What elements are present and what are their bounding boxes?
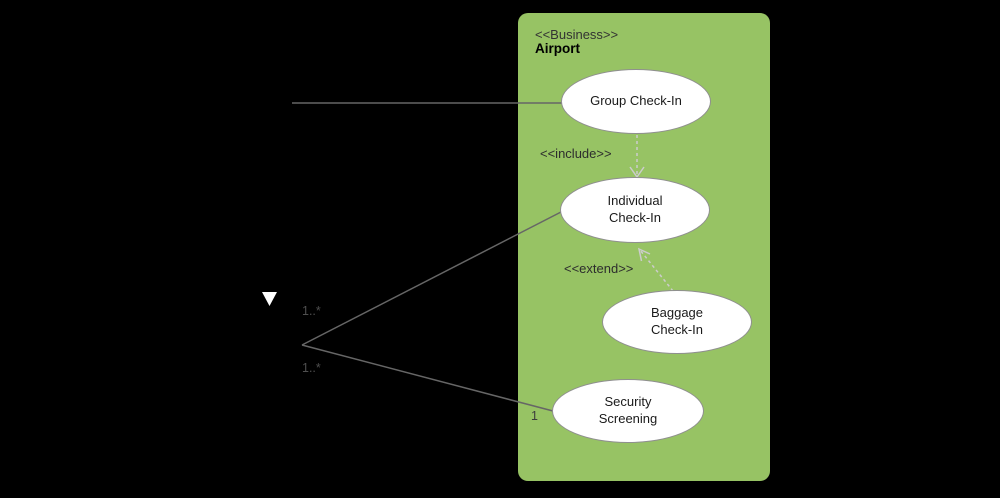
use-case-label: Individual Check-In [607,193,663,225]
multiplicity-security-target: 1 [531,409,538,423]
boundary-name: Airport [535,41,580,56]
association-individual-check-in[interactable] [301,211,562,346]
use-case-label: Security Screening [598,394,658,426]
use-case-baggage-check-in[interactable]: Baggage Check-In [602,290,752,354]
multiplicity-security-source: 1..* [302,361,321,375]
direction-triangle-icon [262,292,277,306]
multiplicity-individual-source: 1..* [302,304,321,318]
boundary-stereotype: <<Business>> [535,27,619,42]
association-security-screening[interactable] [301,344,554,412]
use-case-individual-check-in[interactable]: Individual Check-In [560,177,710,243]
use-case-group-check-in[interactable]: Group Check-In [561,69,711,134]
use-case-label: Baggage Check-In [650,305,704,337]
use-case-label: Group Check-In [590,93,682,109]
extend-dependency-line[interactable] [639,249,674,292]
include-label: <<include>> [540,146,612,161]
use-case-security-screening[interactable]: Security Screening [552,379,704,443]
extend-arrowhead-icon [637,247,651,262]
extend-label: <<extend>> [564,261,634,276]
